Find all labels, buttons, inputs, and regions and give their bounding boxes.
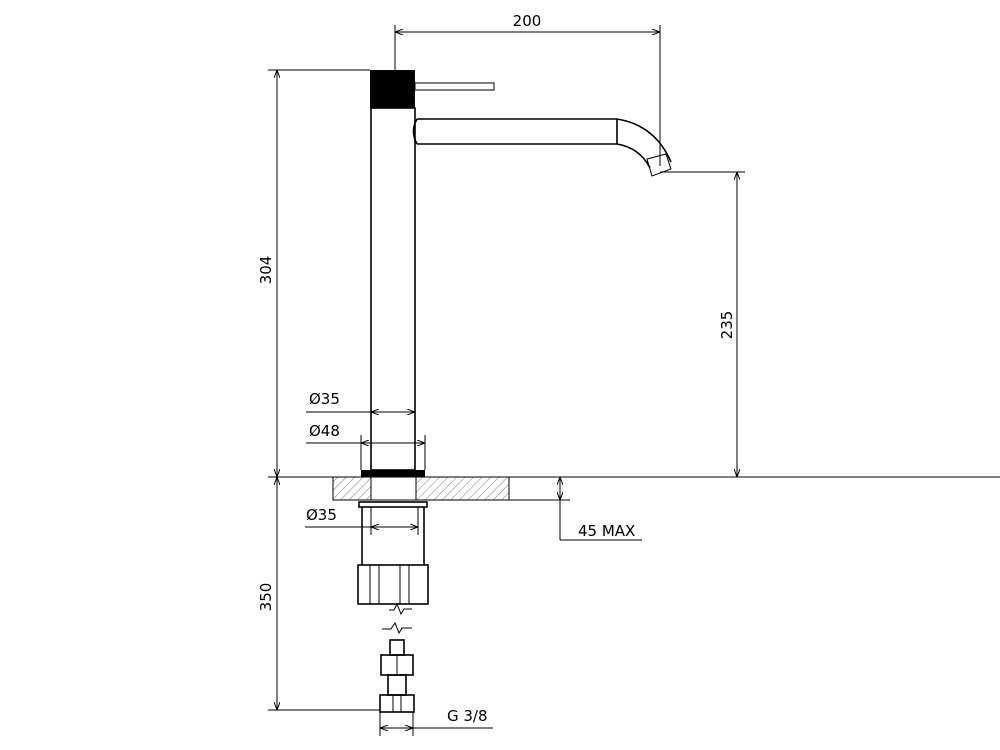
dim-label: 350 [257, 583, 275, 612]
dim-350: 350 [257, 477, 380, 711]
fixing-nut [357, 564, 429, 605]
lever [414, 82, 495, 91]
countertop [268, 476, 1000, 501]
dim-label: 200 [513, 12, 542, 30]
dim-shank-diameter: Ø35 [305, 506, 419, 535]
spout [412, 118, 672, 169]
body [370, 107, 416, 471]
dim-label: G 3/8 [447, 707, 488, 725]
dim-label: 304 [257, 256, 275, 285]
dim-counter-thickness: 45 MAX [509, 477, 642, 541]
dim-thread: G 3/8 [379, 707, 493, 736]
dim-body-diameter: Ø35 [306, 390, 415, 412]
dim-label: Ø48 [309, 422, 340, 440]
mounting-kit [357, 501, 429, 713]
faucet [361, 70, 672, 477]
connector-nut [379, 694, 415, 713]
handle-cap [370, 70, 415, 108]
dim-200: 200 [394, 12, 661, 166]
break-symbol [389, 602, 412, 616]
dim-label: 235 [718, 311, 736, 340]
break-symbol [382, 621, 412, 635]
dim-label: Ø35 [306, 506, 337, 524]
dim-label: 45 MAX [578, 522, 635, 540]
dim-base-diameter: Ø48 [306, 422, 426, 470]
dim-235: 235 [660, 171, 745, 477]
nozzle [646, 153, 672, 177]
dim-304: 304 [257, 69, 370, 477]
dim-label: Ø35 [309, 390, 340, 408]
base-ring [361, 470, 425, 477]
